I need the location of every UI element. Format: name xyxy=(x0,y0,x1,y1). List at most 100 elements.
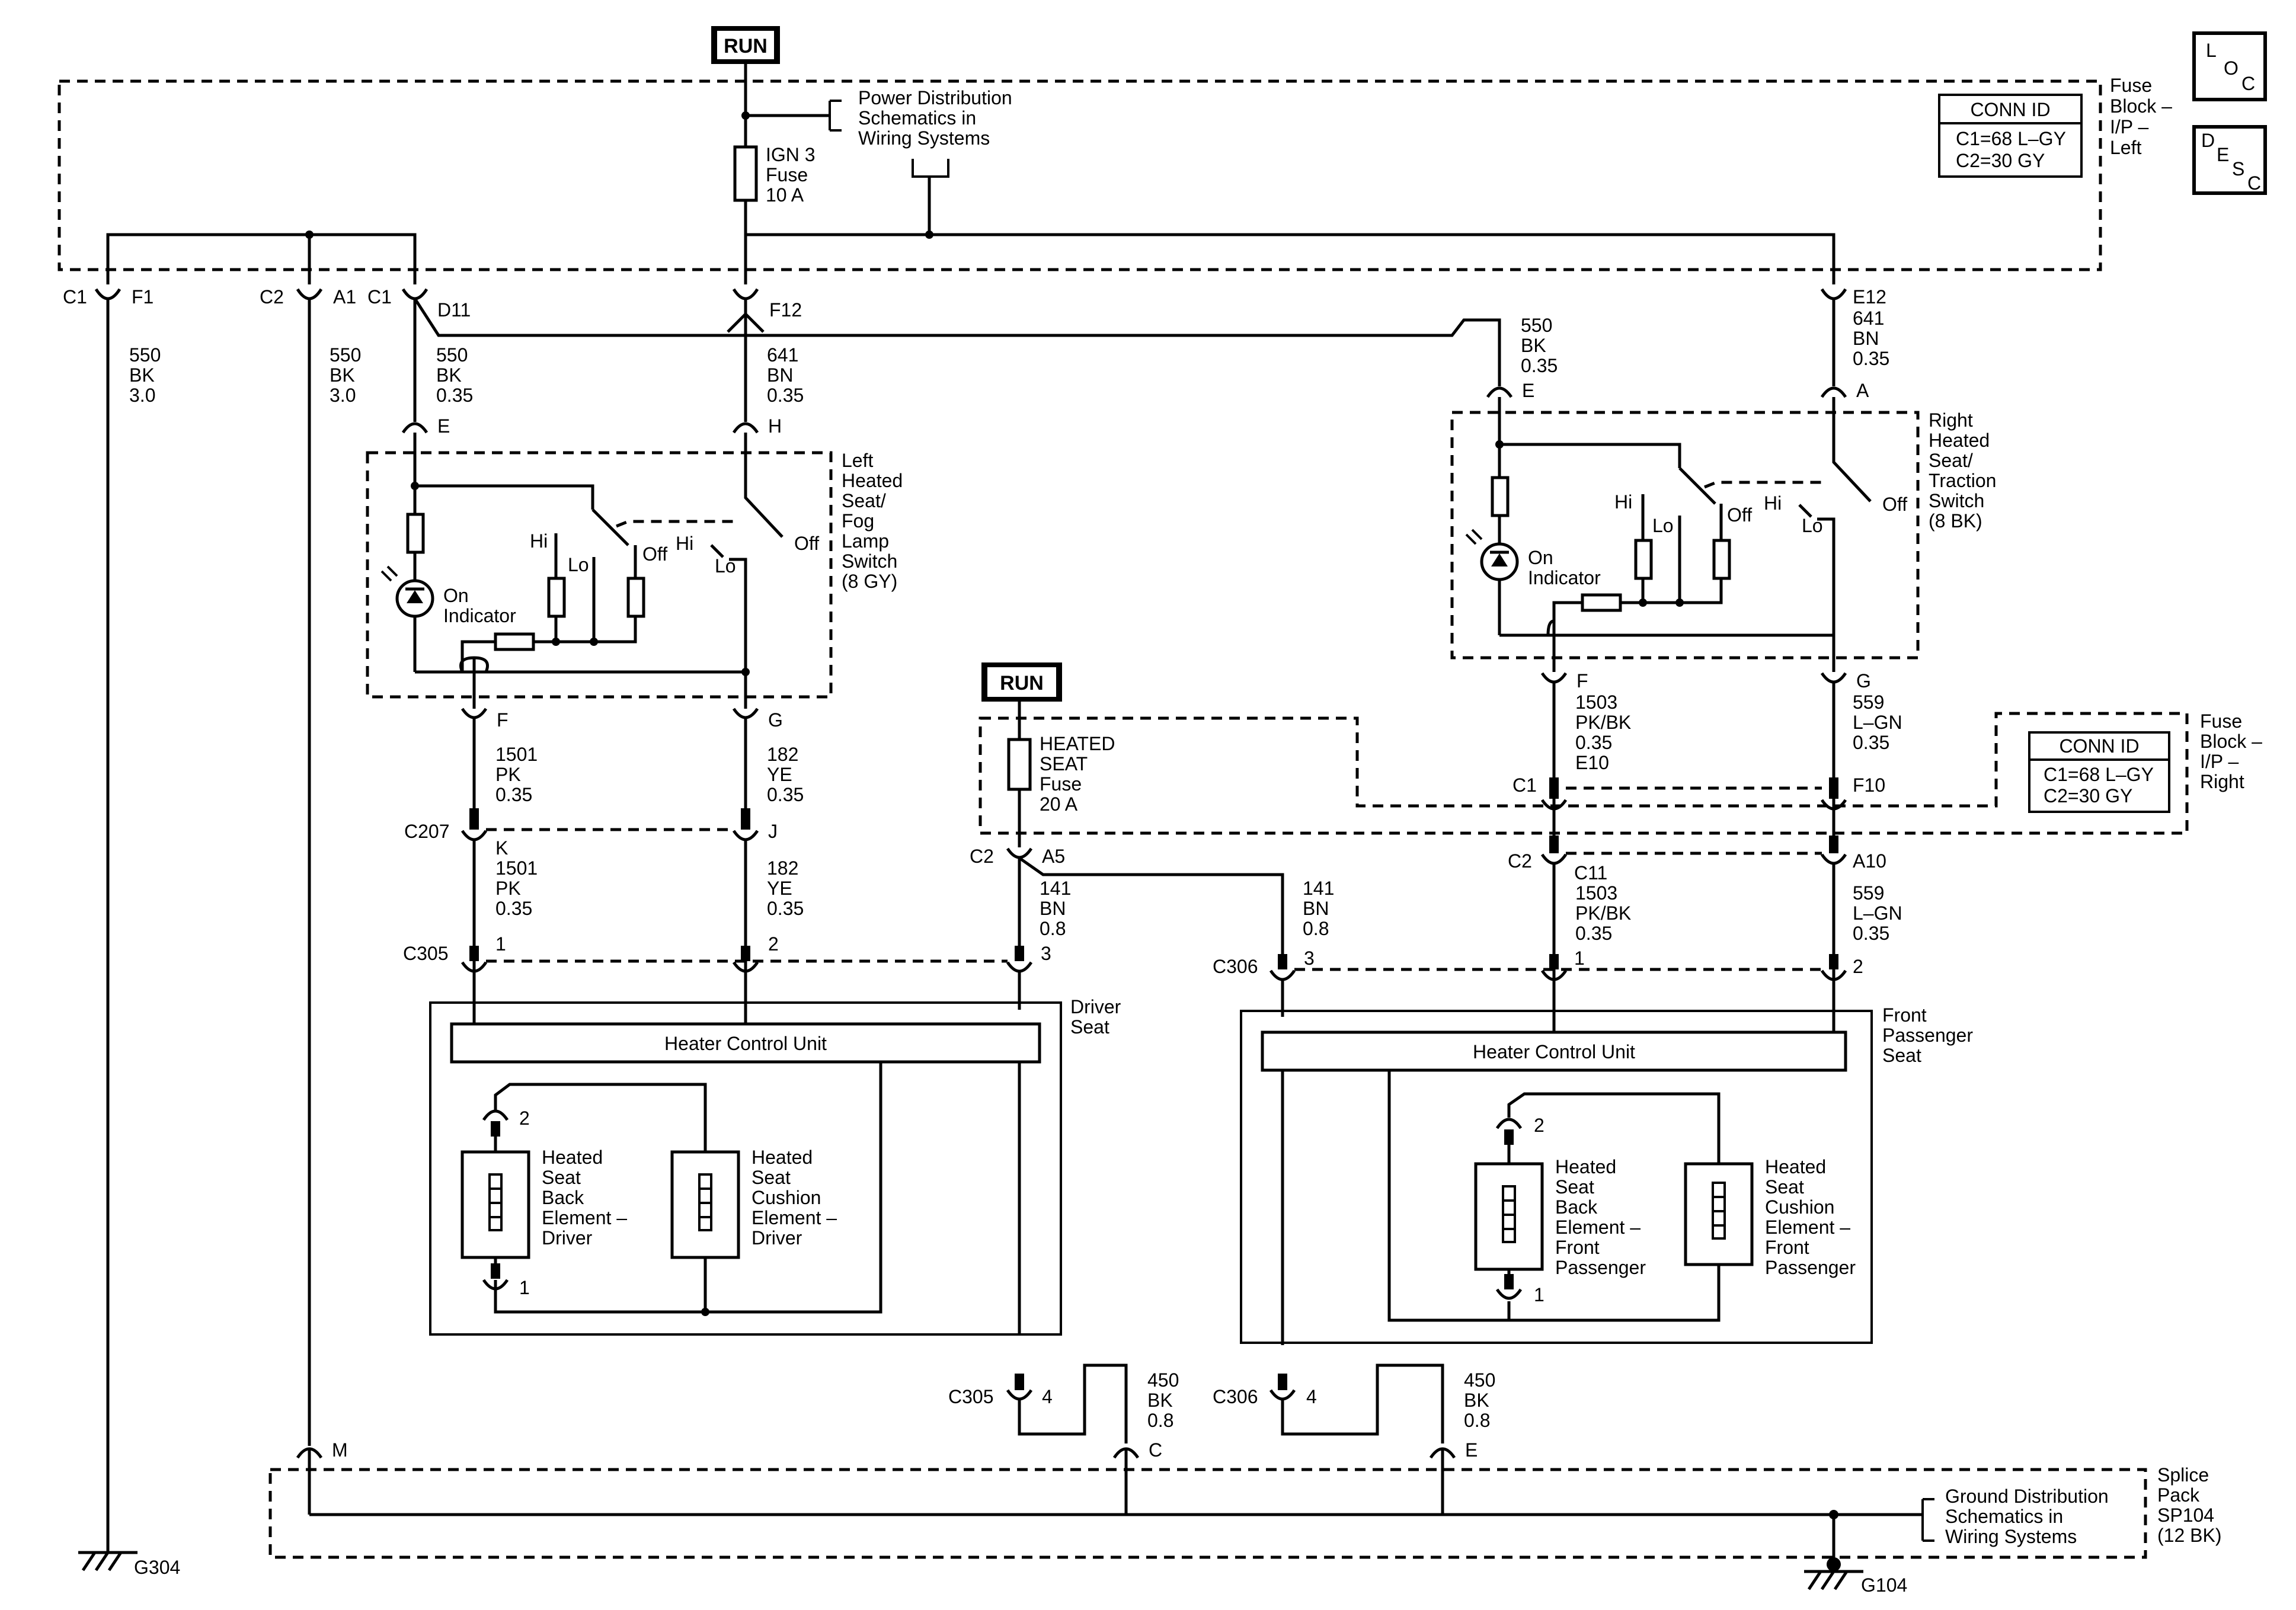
desc-icon[interactable]: D E S C xyxy=(2192,125,2267,195)
svg-text:Heated: Heated xyxy=(1765,1156,1826,1177)
svg-text:E: E xyxy=(1465,1439,1478,1461)
svg-text:Fog: Fog xyxy=(842,510,874,532)
run-label-middle: RUN xyxy=(981,662,1062,702)
svg-text:E10: E10 xyxy=(1575,752,1609,773)
connector-right-a: A xyxy=(1820,380,1869,401)
svg-text:Left: Left xyxy=(842,450,873,471)
svg-text:F: F xyxy=(1576,670,1588,692)
svg-text:3: 3 xyxy=(1041,943,1051,964)
connector-c1-right: C1 F10 xyxy=(1512,774,1885,811)
svg-text:Seat: Seat xyxy=(1765,1176,1804,1198)
svg-text:Seat/: Seat/ xyxy=(1929,450,1973,471)
svg-text:Cushion: Cushion xyxy=(752,1187,821,1208)
passenger-seat-outline xyxy=(1240,1010,1873,1344)
svg-text:F10: F10 xyxy=(1853,774,1885,796)
svg-text:BK: BK xyxy=(1464,1390,1489,1411)
svg-text:Wiring Systems: Wiring Systems xyxy=(858,127,990,149)
svg-text:450: 450 xyxy=(1147,1369,1179,1391)
svg-text:I/P –: I/P – xyxy=(2110,116,2148,137)
svg-text:0.8: 0.8 xyxy=(1464,1410,1490,1431)
svg-text:A10: A10 xyxy=(1853,850,1886,872)
svg-text:E: E xyxy=(1522,380,1534,401)
svg-text:Seat: Seat xyxy=(542,1167,581,1188)
svg-text:Lamp: Lamp xyxy=(842,530,889,552)
svg-text:0.35: 0.35 xyxy=(1853,348,1889,369)
svg-text:BN: BN xyxy=(767,364,793,386)
svg-text:BK: BK xyxy=(129,364,155,386)
svg-text:Element –: Element – xyxy=(752,1207,837,1228)
svg-text:Lo: Lo xyxy=(1652,515,1674,536)
svg-text:Back: Back xyxy=(542,1187,584,1208)
svg-text:Traction: Traction xyxy=(1929,470,1996,491)
svg-text:Block –: Block – xyxy=(2110,95,2172,117)
driver-back-element-label: Heated Seat Back Element – Driver xyxy=(542,1147,627,1249)
svg-text:0.35: 0.35 xyxy=(1853,732,1889,753)
svg-text:Lo: Lo xyxy=(568,554,589,575)
connector-right-e: E xyxy=(1486,380,1534,401)
svg-text:C1: C1 xyxy=(367,286,392,308)
svg-text:L–GN: L–GN xyxy=(1853,712,1902,733)
wire-141-passenger xyxy=(1018,856,1284,956)
svg-text:F1: F1 xyxy=(132,286,154,308)
svg-text:G104: G104 xyxy=(1861,1574,1907,1596)
svg-text:Power Distribution: Power Distribution xyxy=(858,87,1012,108)
connector-splice-c: C xyxy=(1112,1439,1162,1461)
svg-text:G304: G304 xyxy=(134,1557,180,1578)
svg-text:0.35: 0.35 xyxy=(1853,923,1889,944)
fuse-block-left-label: Fuse Block – I/P – Left xyxy=(2110,75,2172,158)
svg-text:BN: BN xyxy=(1303,898,1329,919)
svg-text:On: On xyxy=(443,585,469,606)
svg-text:182: 182 xyxy=(767,744,798,765)
connector-splice-e: E xyxy=(1429,1439,1478,1461)
svg-text:C: C xyxy=(1149,1439,1162,1461)
svg-text:0.8: 0.8 xyxy=(1303,918,1329,939)
svg-text:C306: C306 xyxy=(1213,1386,1258,1407)
svg-text:Seat: Seat xyxy=(1555,1176,1594,1198)
connector-c306-pin4: C306 4 xyxy=(1213,1363,1444,1443)
svg-text:Front: Front xyxy=(1765,1237,1809,1258)
driver-hcu: Heater Control Unit xyxy=(450,1022,1041,1064)
splice-pack-label: Splice Pack SP104 (12 BK) xyxy=(2157,1464,2221,1546)
connector-left-f: F xyxy=(459,656,509,731)
svg-text:E: E xyxy=(2217,144,2229,165)
svg-text:CONN ID: CONN ID xyxy=(2059,735,2139,757)
svg-text:C2: C2 xyxy=(260,286,284,308)
svg-text:Switch: Switch xyxy=(1929,490,1984,511)
wire-label-450-passenger: 450 BK 0.8 xyxy=(1464,1369,1495,1431)
svg-text:PK/BK: PK/BK xyxy=(1575,712,1631,733)
connector-c2-a5: C2 A5 xyxy=(970,846,1065,867)
svg-text:C2=30 GY: C2=30 GY xyxy=(1956,150,2045,171)
svg-text:Seat: Seat xyxy=(1882,1045,1921,1066)
svg-text:Fuse: Fuse xyxy=(2110,75,2152,96)
svg-text:20 A: 20 A xyxy=(1040,793,1078,815)
fuse-block-right-label: Fuse Block – I/P – Right xyxy=(2200,710,2262,792)
svg-text:Passenger: Passenger xyxy=(1882,1025,1973,1046)
loc-icon[interactable]: L O C xyxy=(2192,31,2267,101)
svg-text:0.35: 0.35 xyxy=(1575,923,1612,944)
svg-text:D11: D11 xyxy=(437,299,471,321)
svg-text:1501: 1501 xyxy=(495,744,538,765)
svg-text:Driver: Driver xyxy=(542,1227,593,1249)
wire-label-550-d11: 550 BK 0.35 xyxy=(436,344,473,406)
heated-seat-fuse: HEATED SEAT Fuse 20 A xyxy=(1007,702,1115,847)
passenger-hcu: Heater Control Unit xyxy=(1261,1030,1847,1072)
driver-seat-label: Driver Seat xyxy=(1070,996,1121,1038)
svg-text:559: 559 xyxy=(1853,692,1884,713)
svg-text:BK: BK xyxy=(1521,335,1546,356)
svg-text:C305: C305 xyxy=(948,1386,994,1407)
svg-text:PK: PK xyxy=(495,764,521,785)
connector-left-e: E xyxy=(401,415,450,437)
connector-c306: C306 3 1 2 xyxy=(1213,948,1863,981)
svg-text:Seat: Seat xyxy=(1070,1016,1109,1038)
svg-text:182: 182 xyxy=(767,857,798,879)
svg-text:Cushion: Cushion xyxy=(1765,1196,1834,1218)
wire-label-559-upper: 559 L–GN 0.35 xyxy=(1853,692,1902,753)
svg-text:Heated: Heated xyxy=(542,1147,603,1168)
svg-text:C11: C11 xyxy=(1574,862,1607,884)
svg-text:C1: C1 xyxy=(1512,774,1537,796)
connector-c305: C305 1 2 3 xyxy=(403,933,1051,973)
wire-label-182-lower: 182 YE 0.35 xyxy=(767,857,804,919)
svg-text:PK/BK: PK/BK xyxy=(1575,902,1631,924)
svg-text:Front: Front xyxy=(1555,1237,1600,1258)
svg-text:4: 4 xyxy=(1042,1386,1053,1407)
